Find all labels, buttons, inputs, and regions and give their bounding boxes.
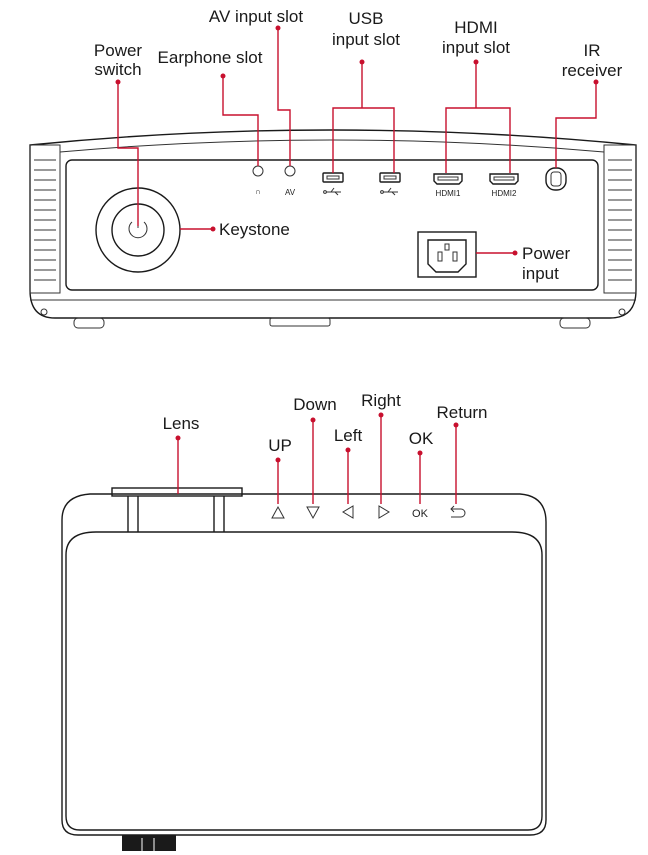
av-jack[interactable] — [284, 165, 296, 177]
left-button-icon[interactable] — [342, 505, 354, 519]
svg-text:input: input — [522, 264, 559, 283]
svg-text:USB: USB — [349, 9, 384, 28]
ok-button[interactable]: OK — [412, 508, 429, 520]
svg-text:input slot: input slot — [332, 30, 400, 49]
screw-right — [618, 308, 626, 316]
callout-power-switch: Power switch — [94, 41, 143, 79]
callout-keystone: Keystone — [219, 220, 290, 239]
callout-up: UP — [268, 436, 292, 455]
hdmi1-port-label: HDMI1 — [436, 189, 461, 198]
av-port-label: AV — [285, 188, 296, 197]
callout-ir-receiver: IR receiver — [562, 41, 623, 80]
up-button-icon[interactable] — [271, 505, 285, 519]
callout-down: Down — [293, 395, 336, 414]
bottom-tab — [122, 835, 176, 851]
left-vent — [29, 144, 61, 294]
svg-text:receiver: receiver — [562, 61, 623, 80]
callout-left: Left — [334, 426, 363, 445]
callout-right: Right — [361, 391, 401, 410]
callout-return: Return — [436, 403, 487, 422]
usb-icon-1 — [323, 187, 341, 196]
return-button-icon[interactable] — [450, 505, 466, 518]
usb-icon-2 — [380, 187, 398, 196]
earphone-jack[interactable] — [252, 165, 264, 177]
hdmi1-port[interactable] — [433, 173, 463, 185]
svg-text:HDMI: HDMI — [454, 18, 497, 37]
callout-av-input-slot: AV input slot — [209, 7, 303, 26]
front-leader-lines — [115, 25, 599, 256]
top-body-outline — [61, 493, 547, 836]
svg-text:Power: Power — [94, 41, 143, 60]
front-foot-left — [73, 317, 105, 329]
down-button-icon[interactable] — [306, 506, 320, 520]
right-vent — [603, 144, 637, 294]
front-body-top-curve — [59, 139, 605, 153]
ir-receiver — [545, 167, 567, 191]
lens-housing — [111, 487, 243, 532]
svg-text:input slot: input slot — [442, 38, 510, 57]
svg-text:Power: Power — [522, 244, 571, 263]
callout-lens: Lens — [163, 414, 200, 433]
front-view: ∩ AV HDMI1 HDMI2 — [29, 7, 637, 329]
top-leader-lines — [175, 412, 459, 504]
hdmi2-port-label: HDMI2 — [492, 189, 517, 198]
front-panel — [65, 159, 599, 291]
callout-power-input: Power input — [522, 244, 571, 283]
callout-usb-input-slot: USB input slot — [332, 9, 400, 49]
front-foot-right — [559, 317, 591, 329]
callout-hdmi-input-slot: HDMI input slot — [442, 18, 510, 57]
power-input-socket[interactable] — [417, 231, 477, 278]
top-lid — [65, 531, 543, 831]
front-body-outline — [29, 129, 637, 319]
usb-port-2[interactable] — [379, 172, 401, 183]
right-button-icon[interactable] — [378, 505, 390, 519]
hdmi2-port[interactable] — [489, 173, 519, 185]
svg-text:IR: IR — [584, 41, 601, 60]
front-foot-center — [269, 317, 331, 327]
top-view: OK Lens UP Down Left Right OK — [61, 391, 547, 851]
svg-text:switch: switch — [94, 60, 141, 79]
callout-ok: OK — [409, 429, 434, 448]
screw-left — [40, 308, 48, 316]
usb-port-1[interactable] — [322, 172, 344, 183]
headphone-icon: ∩ — [255, 187, 261, 196]
callout-earphone-slot: Earphone slot — [158, 48, 263, 67]
